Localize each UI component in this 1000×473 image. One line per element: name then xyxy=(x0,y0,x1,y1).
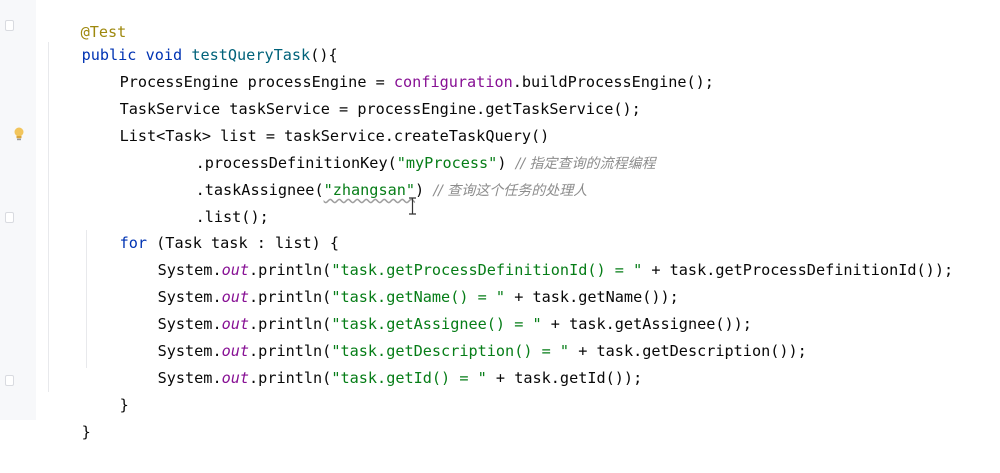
code-line-process-key: .processDefinitionKey("myProcess") // 指定… xyxy=(159,123,656,172)
code-line-print: System.out.println("task.getProcessDefin… xyxy=(121,230,954,279)
engine-call-token: .buildProcessEngine(); xyxy=(512,73,714,91)
println-token: .println( xyxy=(249,342,332,360)
code-line-for-loop: for (Task task : list) { xyxy=(83,203,339,252)
code-line-task-list: List<Task> list = taskService.createTask… xyxy=(83,96,550,145)
code-line-task-service: TaskService taskService = processEngine.… xyxy=(83,69,641,118)
method-name-token: testQueryTask xyxy=(191,46,311,64)
out-field-token: out xyxy=(221,315,250,333)
annotation-token: @Test xyxy=(80,23,127,41)
print-rest-token: + task.getDescription()); xyxy=(569,342,807,360)
code-line-task-assignee: .taskAssignee("zhangsan") // 查询这个任务的处理人 xyxy=(159,150,588,199)
for-header-token: (Task task : list) { xyxy=(147,234,340,252)
process-key-close-token: ) xyxy=(497,154,516,172)
assignee-comment: // 查询这个任务的处理人 xyxy=(433,183,588,199)
println-token: .println( xyxy=(249,315,332,333)
print-string-token: "task.getProcessDefinitionId() = " xyxy=(331,261,643,279)
out-field-token: out xyxy=(221,369,250,387)
fold-marker-icon[interactable] xyxy=(5,212,14,223)
code-editor[interactable]: @Test public void testQueryTask(){ Proce… xyxy=(0,0,1000,441)
code-line-process-engine: ProcessEngine processEngine = configurat… xyxy=(83,42,714,91)
println-token: .println( xyxy=(249,288,332,306)
engine-decl-token: ProcessEngine processEngine = xyxy=(119,73,394,91)
modifiers-token: public void xyxy=(81,46,192,64)
text-cursor-icon xyxy=(409,197,416,215)
code-line-list-call: .list(); xyxy=(159,177,269,226)
process-key-comment: // 指定查询的流程编程 xyxy=(515,156,656,172)
print-string-token: "task.getId() = " xyxy=(331,369,487,387)
print-rest-token: + task.getProcessDefinitionId()); xyxy=(642,261,954,279)
configuration-field-token: configuration xyxy=(393,73,513,91)
system-token: System. xyxy=(157,261,222,279)
close-brace-token: } xyxy=(119,396,129,414)
print-rest-token: + task.getAssignee()); xyxy=(541,315,752,333)
indent-guide xyxy=(48,42,49,392)
println-token: .println( xyxy=(249,261,332,279)
code-line-close-for: } xyxy=(83,365,129,414)
process-key-call-token: .processDefinitionKey( xyxy=(195,154,397,172)
print-string-token: "task.getDescription() = " xyxy=(331,342,570,360)
fold-marker-icon[interactable] xyxy=(5,20,14,31)
task-list-token: List<Task> list = taskService.createTask… xyxy=(119,127,550,145)
code-line-print: System.out.println("task.getId() = " + t… xyxy=(121,338,643,387)
for-keyword-token: for xyxy=(119,234,148,252)
code-line-annotation: @Test xyxy=(44,0,127,41)
out-field-token: out xyxy=(221,288,250,306)
code-line-print: System.out.println("task.getDescription(… xyxy=(121,311,807,360)
print-rest-token: + task.getName()); xyxy=(505,288,679,306)
system-token: System. xyxy=(157,342,222,360)
editor-gutter[interactable] xyxy=(0,0,36,420)
print-rest-token: + task.getId()); xyxy=(486,369,643,387)
system-token: System. xyxy=(157,288,222,306)
method-signature-rest: (){ xyxy=(310,46,338,64)
print-string-token: "task.getAssignee() = " xyxy=(331,315,542,333)
code-line-close-method: } xyxy=(45,392,91,441)
assignee-call-token: .taskAssignee( xyxy=(195,181,324,199)
code-line-print: System.out.println("task.getName() = " +… xyxy=(121,257,679,306)
assignee-string-token: "zhangsan" xyxy=(323,181,416,199)
lightbulb-icon[interactable] xyxy=(13,127,25,141)
close-brace-token: } xyxy=(81,423,91,441)
system-token: System. xyxy=(157,369,222,387)
process-key-string-token: "myProcess" xyxy=(396,154,498,172)
task-service-token: TaskService taskService = processEngine.… xyxy=(119,100,641,118)
assignee-close-token: ) xyxy=(415,181,434,199)
indent-guide xyxy=(86,230,87,368)
list-call-token: .list(); xyxy=(195,208,269,226)
println-token: .println( xyxy=(249,369,332,387)
code-line-method-signature: public void testQueryTask(){ xyxy=(45,15,338,64)
system-token: System. xyxy=(157,315,222,333)
fold-marker-icon[interactable] xyxy=(5,375,14,386)
out-field-token: out xyxy=(221,261,250,279)
out-field-token: out xyxy=(221,342,250,360)
code-line-print: System.out.println("task.getAssignee() =… xyxy=(121,284,752,333)
print-string-token: "task.getName() = " xyxy=(331,288,506,306)
